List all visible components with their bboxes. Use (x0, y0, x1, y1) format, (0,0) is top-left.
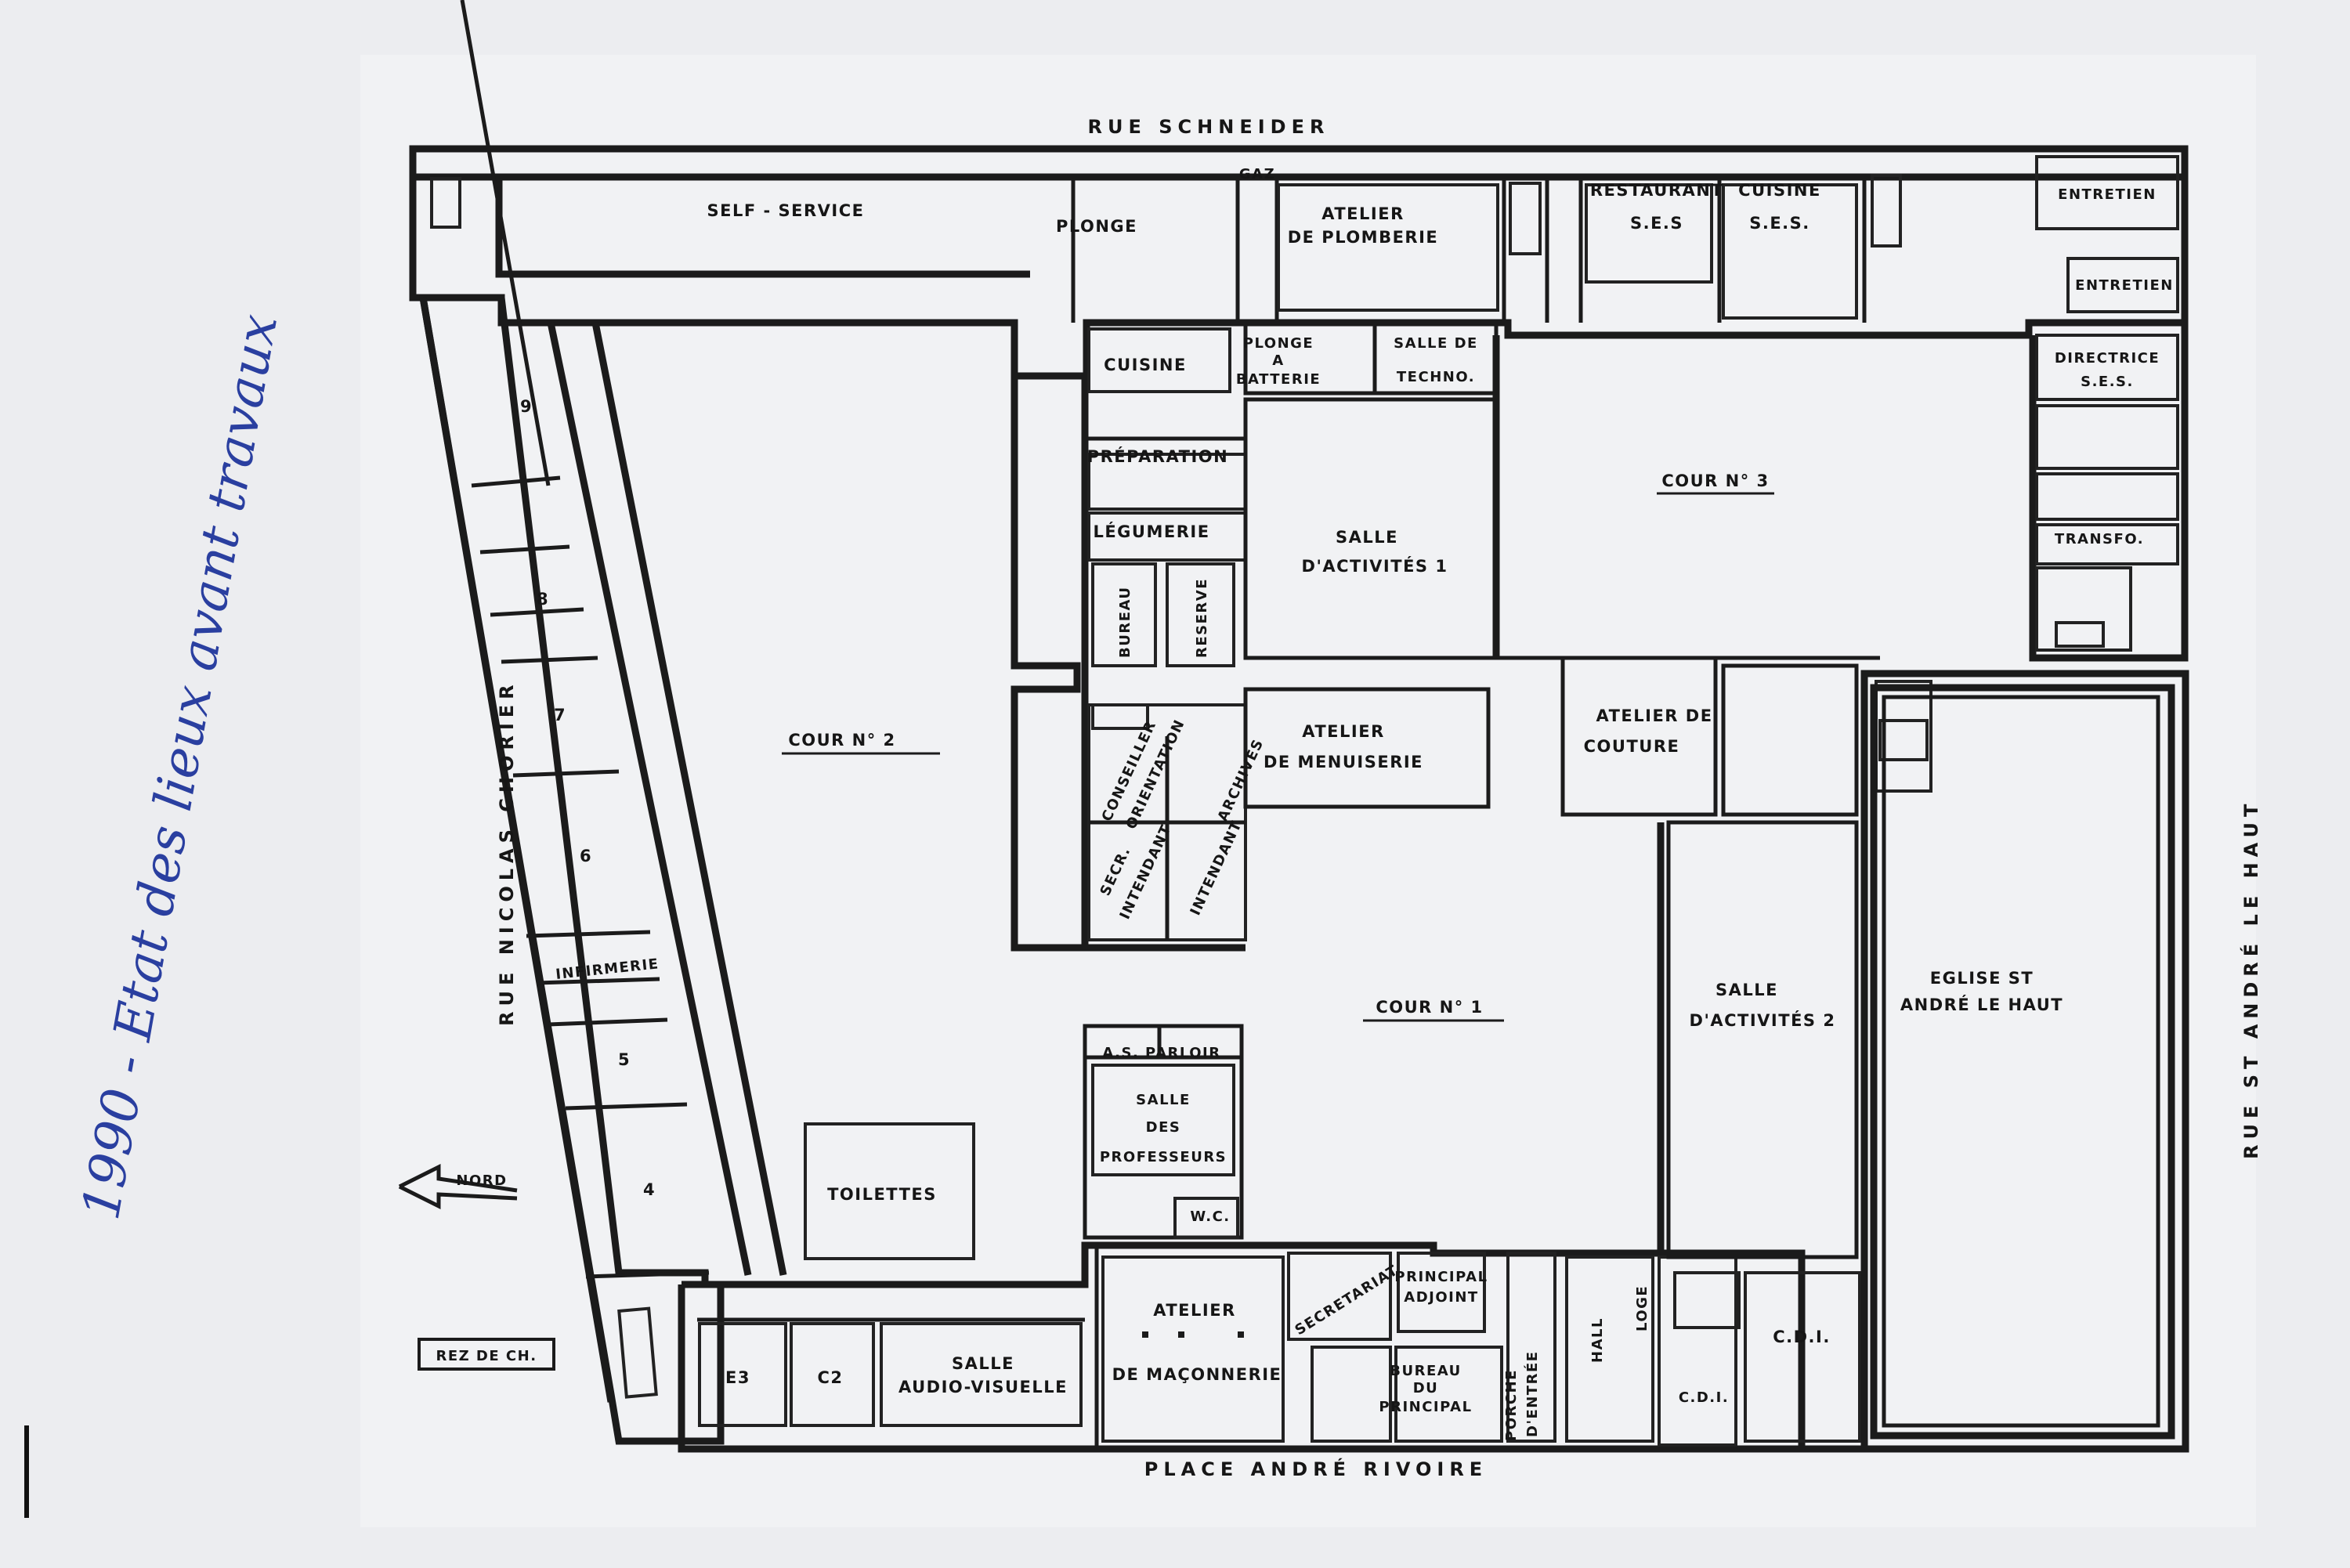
label-entretien-2: ENTRETIEN (2075, 277, 2174, 294)
label-e3: E3 (725, 1368, 750, 1387)
street-bottom: PLACE ANDRÉ RIVOIRE (1144, 1458, 1488, 1480)
building-outline (409, 0, 2189, 1453)
label-salle-activites-1-1: SALLE (1336, 528, 1398, 547)
label-salle-audio-visuelle-2: AUDIO-VISUELLE (898, 1378, 1068, 1396)
label-gaz: GAZ (1239, 166, 1275, 182)
label-cdi-2: C.D.I. (1679, 1389, 1729, 1406)
label-classroom-6: 6 (580, 847, 592, 865)
label-self-service: SELF - SERVICE (707, 201, 865, 220)
label-porche-entree-2: D'ENTRÉE (1524, 1350, 1541, 1437)
street-top: RUE SCHNEIDER (1088, 116, 1330, 138)
label-salle-activites-2-1: SALLE (1716, 981, 1778, 999)
label-atelier-maconnerie-2: DE MAÇONNERIE (1112, 1365, 1282, 1384)
label-cdi-1: C.D.I. (1773, 1328, 1831, 1346)
label-bureau-principal-3: PRINCIPAL (1379, 1399, 1472, 1415)
label-bureau: BUREAU (1117, 587, 1133, 659)
label-as-parloir: A.S. PARLOIR (1102, 1045, 1220, 1061)
north-label: NORD (456, 1172, 507, 1189)
label-toilettes: TOILETTES (827, 1185, 937, 1204)
label-cour-3: COUR N° 3 (1661, 471, 1769, 490)
label-restaurant-ses-2: S.E.S (1630, 214, 1683, 233)
level-box: REZ DE CH. (418, 1338, 555, 1371)
label-classroom-5: 5 (618, 1050, 631, 1069)
label-directrice-ses-1: DIRECTRICE (2055, 350, 2160, 367)
label-salle-techno-2: TECHNO. (1397, 369, 1475, 385)
label-principal-adjoint-1: PRINCIPAL (1394, 1269, 1488, 1285)
label-cuisine: CUISINE (1104, 356, 1187, 374)
label-wc: W.C. (1190, 1209, 1230, 1225)
label-classroom-4: 4 (643, 1180, 656, 1199)
label-hall: HALL (1589, 1317, 1606, 1363)
label-atelier-maconnerie-1: ATELIER (1153, 1301, 1236, 1320)
label-atelier-plomberie-2: DE PLOMBERIE (1288, 228, 1439, 247)
level-label: REZ DE CH. (436, 1348, 537, 1364)
plan-paper (360, 55, 2256, 1527)
label-plonge-batterie-2: A (1272, 352, 1284, 369)
atelier-maconnerie-markers (1142, 1331, 1244, 1338)
label-atelier-menuiserie-2: DE MENUISERIE (1264, 753, 1423, 771)
label-plonge-batterie-1: PLONGE (1243, 335, 1314, 352)
label-directrice-ses-2: S.E.S. (2081, 374, 2134, 390)
label-plonge-batterie-3: BATTERIE (1236, 371, 1321, 388)
label-atelier-plomberie-1: ATELIER (1321, 204, 1405, 223)
street-left: RUE NICOLAS CHORIER (496, 679, 518, 1026)
label-classroom-7: 7 (554, 706, 566, 724)
label-classroom-8: 8 (537, 590, 549, 609)
label-salle-techno-1: SALLE DE (1394, 335, 1478, 352)
label-bureau-principal-2: DU (1413, 1380, 1439, 1396)
label-salle-professeurs-2: DES (1146, 1119, 1181, 1136)
street-labels: RUE SCHNEIDER PLACE ANDRÉ RIVOIRE RUE NI… (496, 116, 2262, 1480)
label-eglise-2: ANDRÉ LE HAUT (1900, 995, 2063, 1014)
label-bureau-principal-1: BUREAU (1390, 1363, 1462, 1379)
label-salle-activites-2-2: D'ACTIVITÉS 2 (1690, 1010, 1836, 1030)
label-legumerie: LÉGUMERIE (1093, 522, 1209, 541)
street-right: RUE ST ANDRÉ LE HAUT (2240, 799, 2262, 1159)
label-preparation: PRÉPARATION (1087, 446, 1228, 466)
label-cuisine-ses-2: S.E.S. (1749, 214, 1810, 233)
label-atelier-menuiserie-1: ATELIER (1302, 722, 1385, 741)
label-classroom-9: 9 (520, 397, 533, 416)
label-reserve: RESERVE (1194, 578, 1210, 658)
label-salle-activites-1-2: D'ACTIVITÉS 1 (1302, 556, 1448, 576)
label-loge: LOGE (1634, 1285, 1650, 1331)
label-salle-audio-visuelle-1: SALLE (952, 1354, 1014, 1373)
label-transfo: TRANSFO. (2055, 531, 2144, 547)
label-cour-1: COUR N° 1 (1376, 998, 1483, 1017)
label-c2: C2 (817, 1368, 843, 1387)
label-cour-2: COUR N° 2 (788, 731, 895, 750)
label-restaurant-ses-1: RESTAURANT (1590, 181, 1723, 200)
north-arrow: NORD (398, 1163, 518, 1210)
label-principal-adjoint-2: ADJOINT (1404, 1289, 1478, 1306)
label-plonge: PLONGE (1056, 217, 1137, 236)
label-salle-professeurs-3: PROFESSEURS (1100, 1149, 1227, 1165)
label-entretien-1: ENTRETIEN (2058, 186, 2157, 203)
label-eglise-1: EGLISE ST (1930, 969, 2034, 988)
label-salle-professeurs-1: SALLE (1136, 1092, 1191, 1108)
label-atelier-couture-2: COUTURE (1584, 737, 1680, 756)
label-cuisine-ses-1: CUISINE (1738, 181, 1821, 200)
label-porche-entree-1: PORCHE (1503, 1369, 1520, 1441)
label-atelier-couture-1: ATELIER DE (1596, 706, 1712, 725)
